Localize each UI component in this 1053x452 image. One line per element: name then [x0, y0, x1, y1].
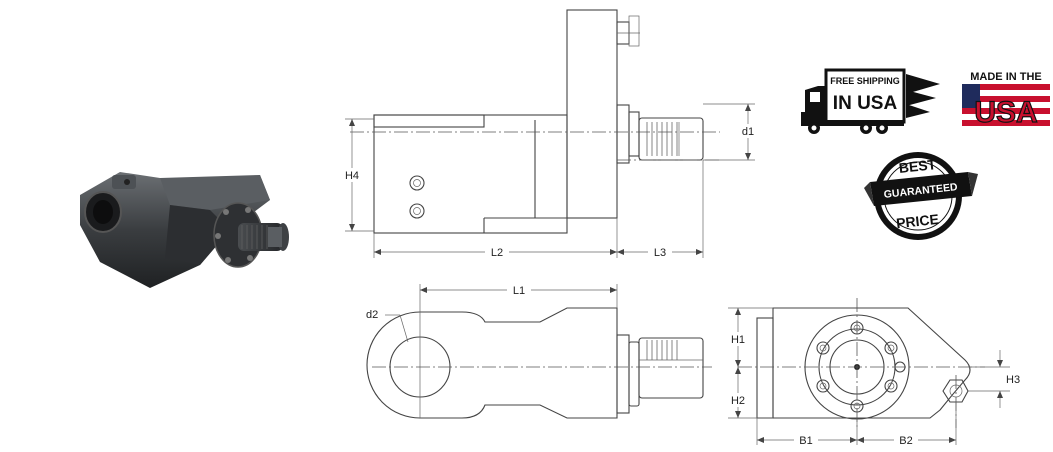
- dim-label-h4: H4: [345, 170, 359, 182]
- side-view-drawing: [345, 9, 755, 258]
- dim-label-l1: L1: [513, 285, 525, 297]
- dim-label-b1: B1: [799, 435, 812, 447]
- free-shipping-badge: FREE SHIPPING IN USA: [801, 68, 940, 134]
- dim-label-l2: L2: [491, 247, 503, 259]
- free-shipping-line2: IN USA: [833, 93, 898, 114]
- dim-label-h3: H3: [1006, 374, 1020, 386]
- seal-icon: [864, 152, 978, 240]
- dim-label-d1: d1: [742, 126, 754, 138]
- dim-label-b2: B2: [899, 435, 912, 447]
- flag-icon: [962, 84, 1050, 130]
- best-price-top: BEST: [898, 156, 937, 176]
- front-view-drawing: [728, 298, 1010, 445]
- free-shipping-line1: FREE SHIPPING: [830, 76, 900, 86]
- dim-label-h1: H1: [731, 334, 745, 346]
- best-price-badge: BEST GUARANTEED PRICE: [864, 152, 978, 240]
- dim-label-h2: H2: [731, 395, 745, 407]
- truck-icon: [801, 68, 940, 134]
- made-in-usa-line1: MADE IN THE: [970, 71, 1042, 83]
- dim-label-d2: d2: [366, 309, 378, 321]
- made-in-usa-line2: USA: [974, 96, 1037, 129]
- best-price-bottom: PRICE: [895, 211, 939, 231]
- product-photo: [80, 172, 289, 288]
- made-in-usa-badge: MADE IN THE USA: [962, 71, 1050, 130]
- top-view-drawing: [366, 284, 712, 419]
- dim-label-l3: L3: [654, 247, 666, 259]
